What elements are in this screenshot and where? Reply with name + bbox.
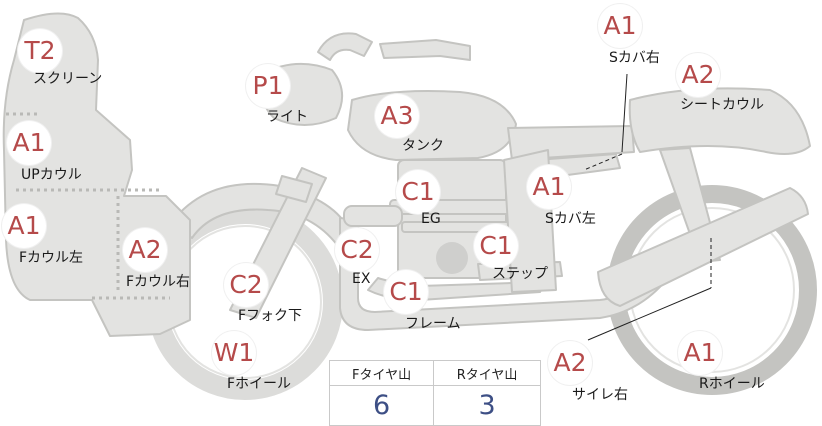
part-label-front-wheel: Fホイール (227, 376, 292, 392)
grade-badge-silencer-right: A2 (548, 341, 592, 385)
grade-badge-front-cowl-left: A1 (2, 204, 46, 248)
grade-badge-tank: A3 (375, 94, 419, 138)
grade-badge-side-cover-left: A1 (527, 165, 571, 209)
part-label-up-cowl: UPカウル (21, 167, 82, 183)
part-label-tank: タンク (402, 138, 444, 154)
part-label-side-cover-left: Sカバ左 (545, 211, 596, 227)
part-label-front-cowl-left: Fカウル左 (19, 250, 84, 266)
part-label-step: ステップ (492, 266, 548, 282)
part-label-front-fork-lower: Fフォク下 (238, 308, 303, 324)
part-label-side-cover-right: Sカバ右 (609, 50, 660, 66)
grade-badge-light: P1 (246, 64, 290, 108)
tire-tread-header-row: Fタイヤ山 Rタイヤ山 (328, 360, 541, 386)
grade-badge-step: C1 (474, 224, 518, 268)
seat-cowl-shape (628, 87, 811, 155)
tire-tread-table: Fタイヤ山 Rタイヤ山 6 3 (328, 360, 541, 426)
part-label-frame: フレーム (405, 316, 461, 332)
tire-tread-value-row: 6 3 (328, 385, 541, 426)
grade-badge-front-fork-lower: C2 (224, 263, 268, 307)
rear-tire-tread-value: 3 (433, 385, 541, 426)
grade-badge-seat-cowl: A2 (676, 53, 720, 97)
grade-badge-up-cowl: A1 (7, 121, 51, 165)
grade-badge-rear-wheel: A1 (678, 331, 722, 375)
part-label-rear-wheel: Rホイール (699, 376, 765, 392)
part-label-light: ライト (266, 109, 308, 125)
part-label-exhaust: EX (352, 271, 371, 287)
part-label-seat-cowl: シートカウル (680, 97, 764, 113)
rear-tire-tread-header: Rタイヤ山 (433, 360, 541, 386)
grade-badge-frame: C1 (384, 270, 428, 314)
grade-badge-front-cowl-right: A2 (123, 228, 167, 272)
part-label-engine: EG (421, 211, 441, 227)
silencer-shape (597, 187, 809, 307)
grade-badge-side-cover-right: A1 (598, 4, 642, 48)
grade-badge-screen: T2 (18, 29, 62, 73)
front-tire-tread-value: 6 (328, 385, 435, 426)
front-tire-tread-header: Fタイヤ山 (328, 360, 435, 386)
part-label-screen: スクリーン (33, 71, 103, 87)
part-label-front-cowl-right: Fカウル右 (126, 274, 191, 290)
grade-badge-engine: C1 (396, 170, 440, 214)
part-label-silencer-right: サイレ右 (572, 387, 628, 403)
grade-badge-front-wheel: W1 (212, 331, 256, 375)
grade-badge-exhaust: C2 (335, 228, 379, 272)
